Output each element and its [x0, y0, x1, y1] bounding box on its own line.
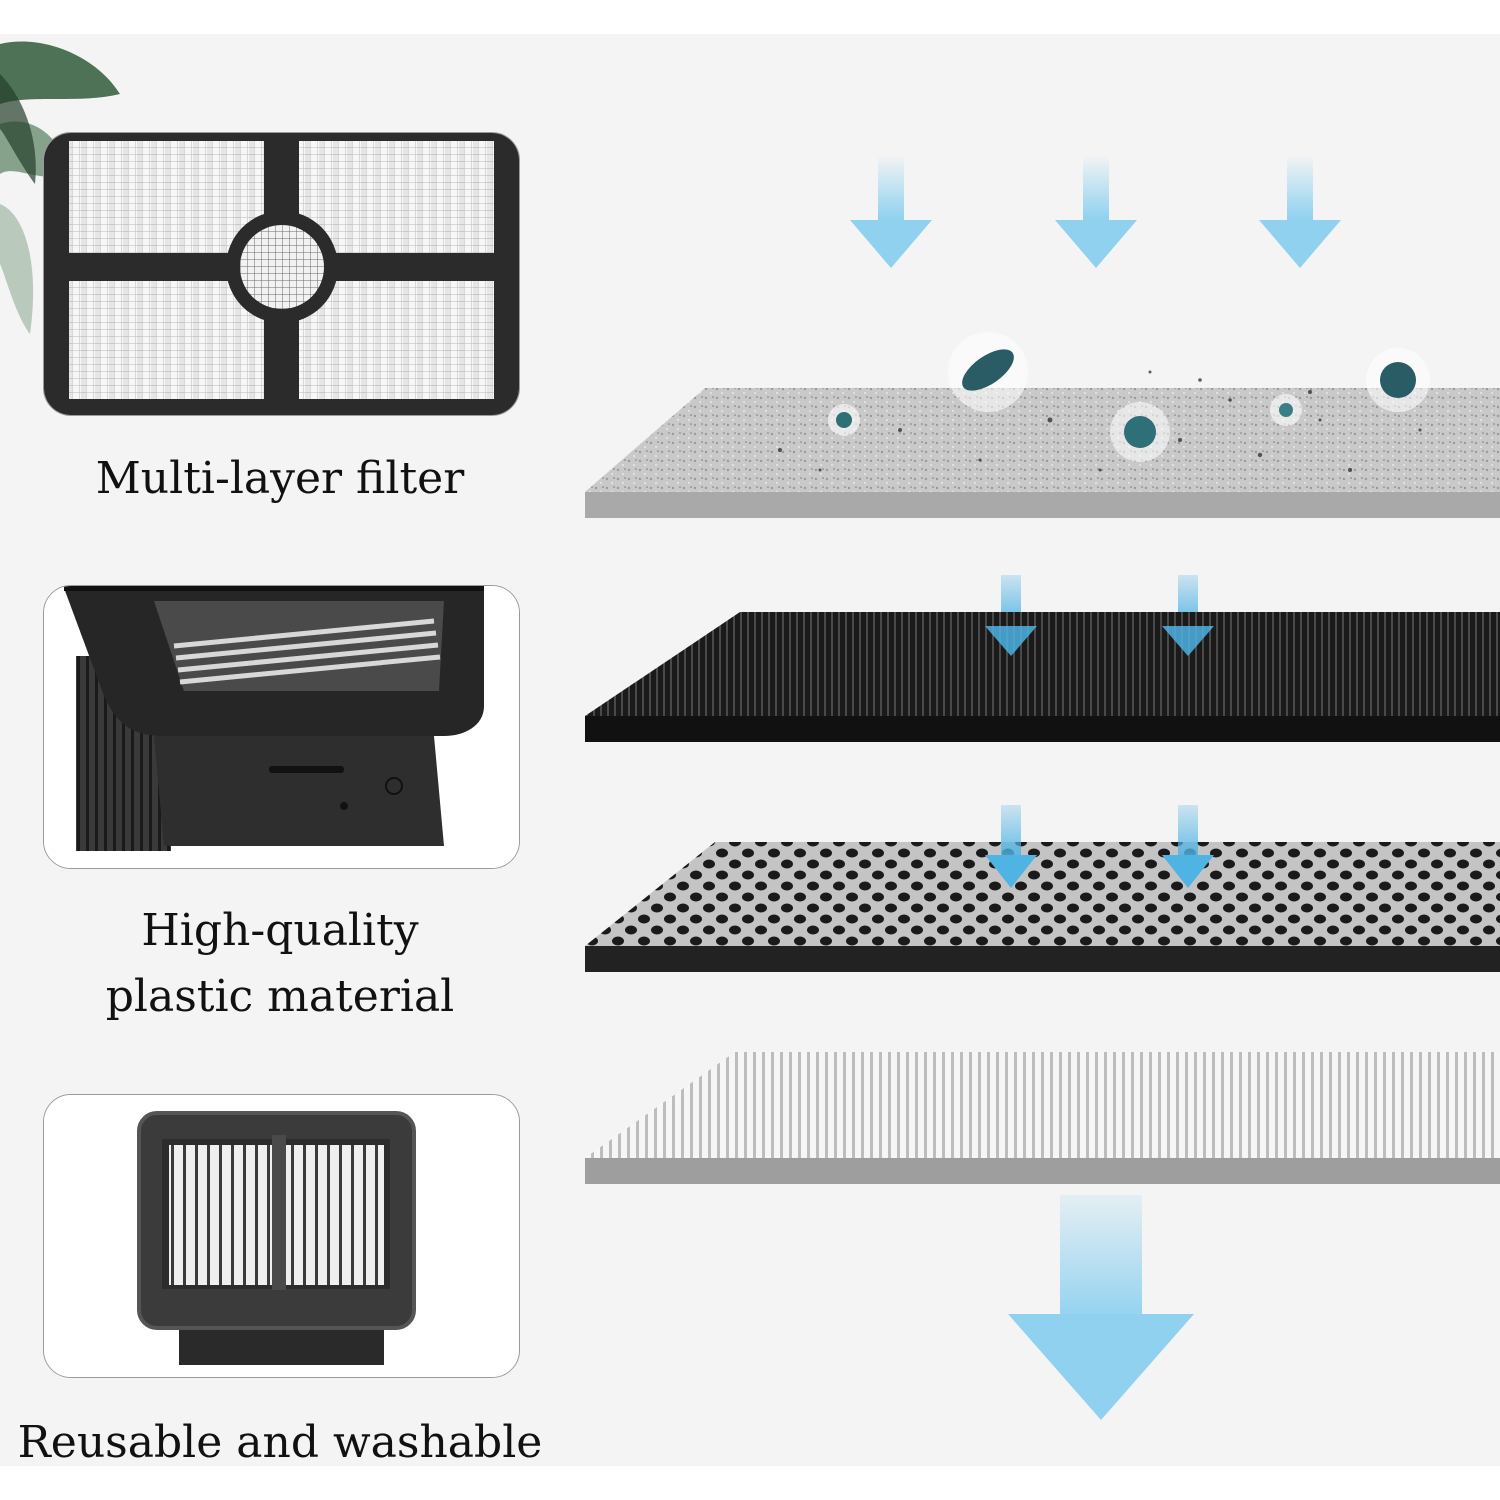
- feature-card-reusable: [43, 1094, 520, 1378]
- foam-layer: [585, 370, 1500, 518]
- airflow-arrow-icon: [850, 155, 932, 268]
- honeycomb-layer: [585, 842, 1500, 972]
- black-mesh-layer: [585, 612, 1500, 742]
- airflow-arrow-icon: [985, 805, 1037, 888]
- pleated-layer: [585, 1052, 1500, 1184]
- dust-particle-icon: [948, 332, 1028, 412]
- feature-label-multi-layer: Multi-layer filter: [95, 453, 465, 504]
- feature-card-plastic: [43, 585, 520, 869]
- dust-particle-icon: [1366, 348, 1430, 412]
- feature-label-reusable: Reusable and washable: [17, 1417, 543, 1468]
- airflow-arrow-icon: [985, 626, 1214, 656]
- airflow-arrow-icon: [1008, 1195, 1194, 1420]
- dust-particle-icon: [1270, 394, 1302, 426]
- airflow-arrow-icon: [1259, 155, 1341, 268]
- filter-grid-image: [44, 133, 519, 415]
- filter-box-image: [44, 1095, 519, 1377]
- dust-particle-icon: [1110, 402, 1170, 462]
- airflow-arrow-icon: [1162, 805, 1214, 888]
- airflow-arrow-icon: [1055, 155, 1137, 268]
- feature-card-multi-layer: [43, 132, 520, 416]
- filter-housing-image: [44, 586, 519, 868]
- dust-particle-icon: [828, 404, 860, 436]
